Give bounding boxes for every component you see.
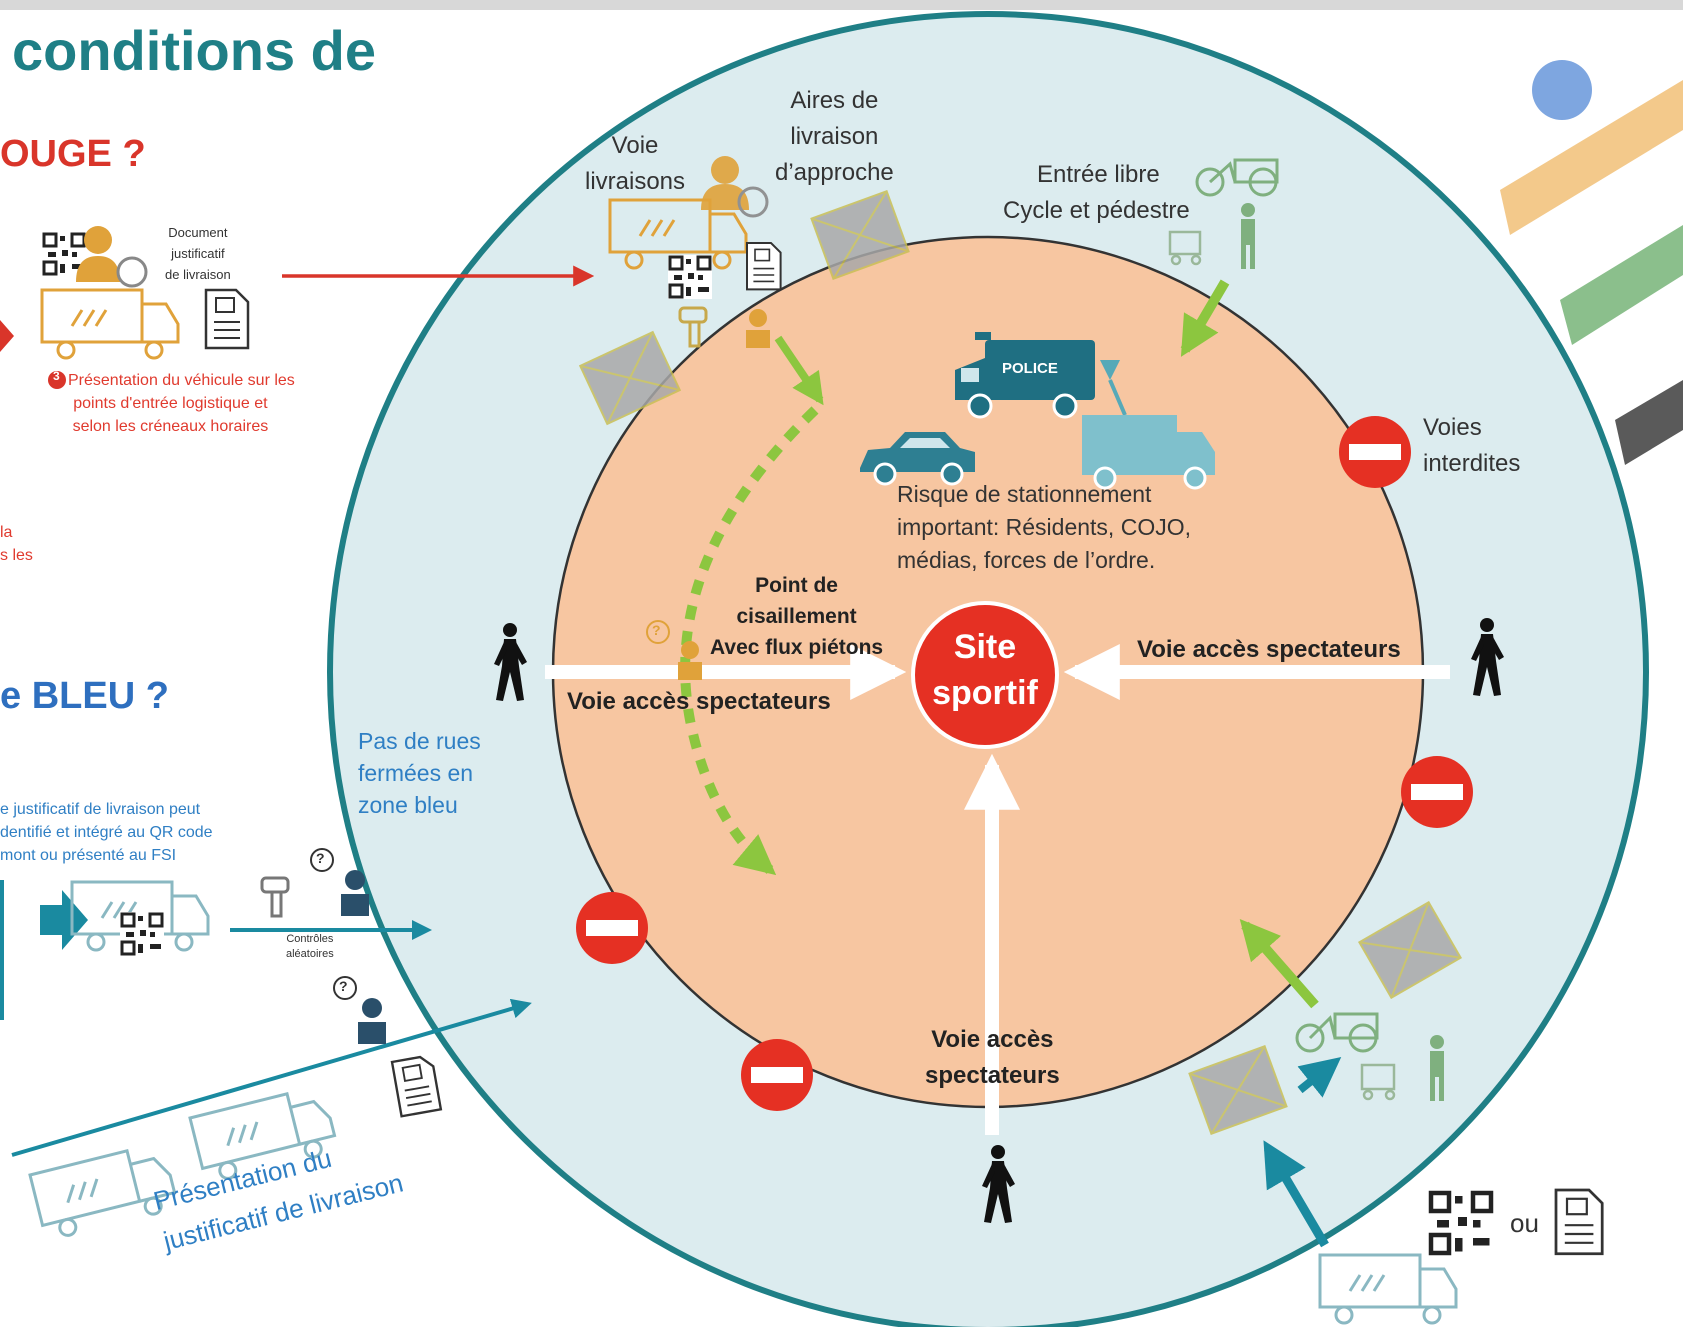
zone-bleu-heading: e BLEU ? [0,675,169,717]
risque-text: Risque de stationnement important: Résid… [897,481,1191,573]
car-icon [860,432,975,486]
qr-code-icon [118,910,166,958]
or-label: ou [1510,1208,1539,1238]
document-icon [204,288,250,350]
teal-block-arrow [40,890,88,950]
qr-code-icon [1428,1190,1494,1256]
entree-libre-label: Entrée libre Cycle et pédestre [1003,161,1190,224]
no-entry-icon [576,892,648,964]
pedestrian-icon [1430,1035,1444,1101]
point-cisaillement-label: Point de cisaillement Avec flux piétons [710,574,884,659]
delivery-path-arrow [680,406,819,876]
delivery-entry-arrow [774,335,824,406]
red-cut-text: la s les [0,524,33,564]
police-label: POLICE [1002,360,1058,377]
site-sportif-circle [911,601,1059,749]
police-officer-icon [358,998,386,1044]
aires-livraison-label: Aires de livraison d’approche [775,87,894,186]
zone-rouge-heading: OUGE ? [0,133,146,175]
red-marker-icon [0,320,14,352]
step-badge [48,371,66,389]
police-officer-icon [341,870,369,916]
pedestrian-entry-arrow [1180,279,1230,357]
cycle-exit-arrow [1297,1057,1342,1098]
cargo-bike-icon [1195,158,1279,197]
voie-acces-right-label: Voie accès spectateurs [1137,636,1401,663]
police-van-icon [955,332,1095,419]
question-mark: ? [316,850,325,866]
question-icon [310,620,670,1000]
red-presentation-text: Présentation du véhicule sur les points … [68,372,295,435]
trolley-icon [1360,1063,1396,1101]
scanner-icon [260,876,290,918]
site-sportif-label: Site sportif [932,628,1038,712]
page-title: conditions de [12,19,376,82]
cargo-bike-icon [1295,1012,1379,1053]
cut-icon-edge [0,880,4,1020]
no-entry-icon [741,1039,813,1111]
cycle-entry-arrow [1239,918,1319,1009]
question-mark: ? [652,622,661,638]
blue-presentation-arrow [11,998,532,1157]
blue-justificatif-text: e justificatif de livraison peut dentifi… [0,801,213,864]
no-closed-streets-text: Pas de rues fermées en zone bleu [358,728,481,818]
qr-code-icon [666,253,714,301]
voie-acces-bottom-label: Voie accès spectateurs [925,1026,1060,1089]
no-entry-icon [1339,416,1411,488]
decorative-stripes [1500,60,1683,465]
voies-interdites-label: Voies interdites [1423,414,1521,477]
voie-acces-left-label: Voie accès spectateurs [567,688,831,715]
document-icon [1554,1188,1604,1256]
random-controls-label: Contrôles aléatoires [286,933,334,960]
scanner-icon [678,306,708,348]
delivery-truck-icon [40,288,180,360]
blue-entry-arrow [1263,1140,1329,1248]
pedestrian-icon [1241,203,1255,269]
voie-livraisons-label: Voie livraisons [585,132,686,195]
police-officer-icon [678,641,702,680]
document-icon [390,1053,443,1118]
driver-icon [701,156,769,218]
document-label: Document justificatif de livraison [165,225,231,282]
police-officer-icon [746,309,770,348]
trolley-icon [1168,230,1202,266]
media-truck-icon [1082,360,1215,490]
no-entry-icon [1401,756,1473,828]
document-icon [745,241,782,291]
decorative-dot [1532,60,1592,120]
step-number: 3 [53,369,60,383]
question-mark: ? [339,978,348,994]
driver-icon [76,226,148,288]
delivery-truck-icon [1318,1253,1458,1325]
top-border [0,0,1683,10]
